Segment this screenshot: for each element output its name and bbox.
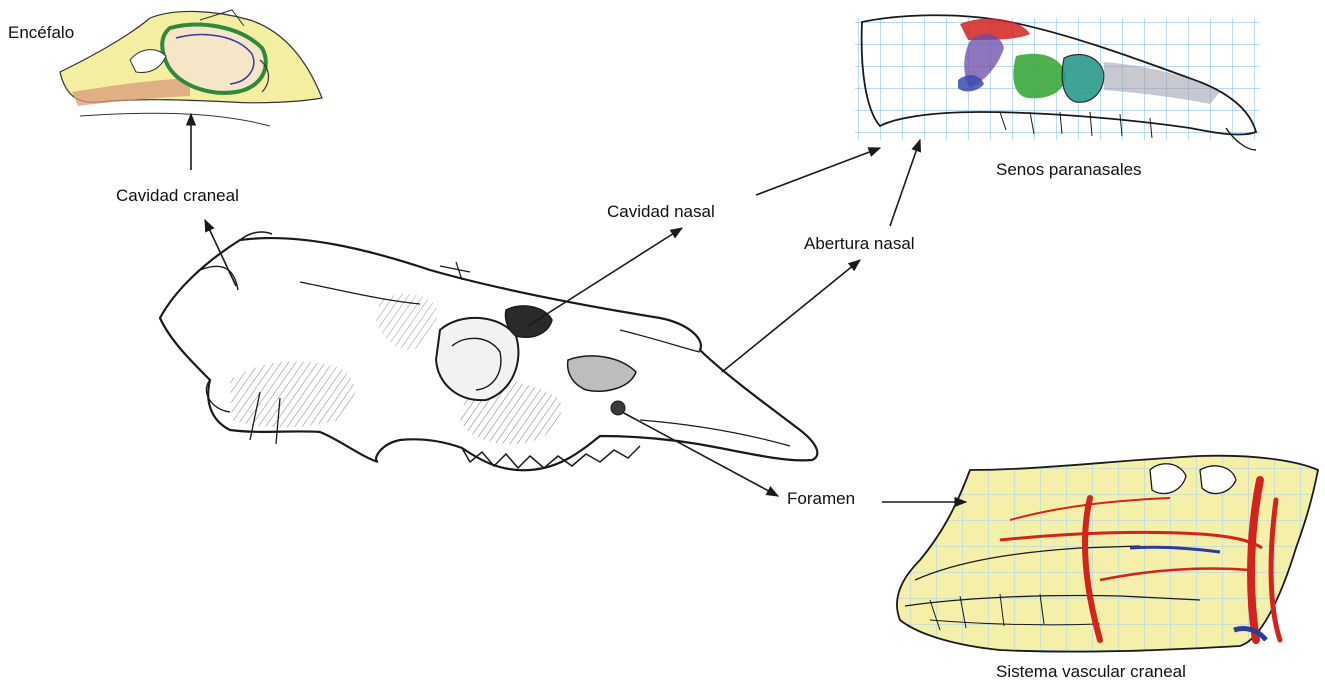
label-cavidad-nasal: Cavidad nasal <box>607 203 715 220</box>
label-cavidad-craneal: Cavidad craneal <box>116 187 239 204</box>
label-foramen: Foramen <box>787 490 855 507</box>
vascular-system-sketch <box>897 456 1318 652</box>
label-abertura-nasal: Abertura nasal <box>804 235 915 252</box>
arrow-skull-to-abertura-nasal <box>722 260 860 372</box>
arrow-cavidad-nasal-to-senos <box>756 148 880 195</box>
brain-sketch <box>60 10 322 126</box>
label-sistema-vascular-craneal: Sistema vascular craneal <box>996 663 1186 680</box>
skull-drawing <box>160 232 817 470</box>
label-encefalo: Encéfalo <box>8 24 74 41</box>
paranasal-sinus-sketch <box>855 15 1260 150</box>
label-senos-paranasales: Senos paranasales <box>996 161 1142 178</box>
arrow-abertura-nasal-to-senos <box>890 140 920 226</box>
